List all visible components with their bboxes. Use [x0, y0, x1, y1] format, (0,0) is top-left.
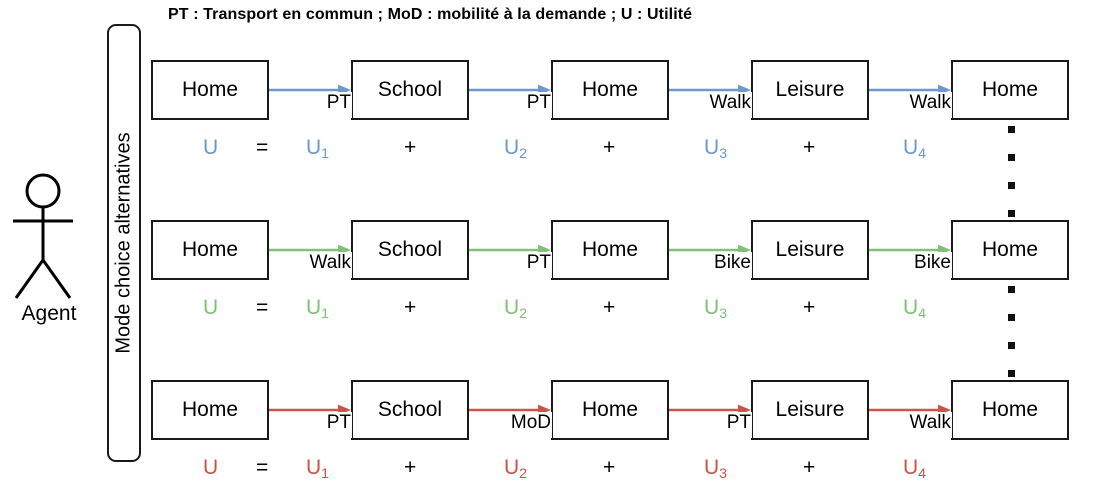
plus-sign: +: [603, 296, 616, 319]
utility-total-symbol: U: [203, 296, 219, 319]
dot: [1008, 370, 1015, 377]
activity-node[interactable]: Home: [951, 60, 1069, 120]
travel-mode-label: Bike: [869, 252, 952, 278]
utility-term: U1: [306, 456, 330, 482]
utility-term: U2: [504, 136, 528, 162]
travel-mode-label: PT: [469, 252, 552, 278]
plus-sign: +: [404, 456, 417, 479]
plus-sign: +: [803, 296, 816, 319]
travel-mode-label: Walk: [869, 412, 952, 438]
plus-sign: +: [603, 456, 616, 479]
travel-mode-label: Bike: [669, 252, 752, 278]
activity-node[interactable]: Home: [151, 60, 269, 120]
dot: [1008, 314, 1015, 321]
activity-node[interactable]: Home: [151, 380, 269, 440]
utility-term: U3: [704, 456, 728, 482]
plus-sign: +: [404, 136, 417, 159]
activity-node[interactable]: Home: [151, 220, 269, 280]
dot: [1008, 286, 1015, 293]
utility-term: U3: [704, 136, 728, 162]
dot: [1008, 210, 1015, 217]
utility-formula-row: U = U1 + U2 + U3 + U4: [151, 453, 1071, 483]
travel-mode-label: PT: [669, 412, 752, 438]
activity-node[interactable]: Leisure: [751, 380, 869, 440]
dot: [1008, 154, 1015, 161]
plus-sign: +: [803, 136, 816, 159]
equals-sign: =: [256, 456, 269, 479]
activity-node[interactable]: Leisure: [751, 60, 869, 120]
dot: [1008, 182, 1015, 189]
utility-term: U4: [903, 136, 927, 162]
utility-formula-row: U = U1 + U2 + U3 + U4: [151, 133, 1071, 163]
plus-sign: +: [404, 296, 417, 319]
travel-mode-label: MoD: [469, 412, 552, 438]
travel-mode-label: Walk: [669, 92, 752, 118]
activity-node[interactable]: Home: [551, 380, 669, 440]
utility-term: U4: [903, 296, 927, 322]
travel-mode-label: PT: [269, 412, 352, 438]
travel-mode-label: Walk: [869, 92, 952, 118]
plus-sign: +: [803, 456, 816, 479]
activity-node[interactable]: Home: [551, 60, 669, 120]
activity-node[interactable]: Leisure: [751, 220, 869, 280]
dot: [1008, 342, 1015, 349]
utility-term: U4: [903, 456, 927, 482]
travel-mode-label: PT: [269, 92, 352, 118]
activity-node[interactable]: School: [351, 60, 469, 120]
activity-node[interactable]: Home: [951, 380, 1069, 440]
agent-stick-figure-icon: [4, 172, 94, 302]
travel-mode-label: PT: [469, 92, 552, 118]
utility-term: U2: [504, 296, 528, 322]
legend-caption: PT : Transport en commun ; MoD : mobilit…: [168, 6, 693, 23]
activity-node[interactable]: Home: [551, 220, 669, 280]
mode-choice-alternatives-label: Mode choice alternatives: [112, 132, 135, 354]
activity-node[interactable]: Home: [951, 220, 1069, 280]
utility-total-symbol: U: [203, 136, 219, 159]
utility-term: U1: [306, 296, 330, 322]
utility-total-symbol: U: [203, 456, 219, 479]
activity-node[interactable]: School: [351, 220, 469, 280]
activity-node[interactable]: School: [351, 380, 469, 440]
plus-sign: +: [603, 136, 616, 159]
equals-sign: =: [256, 136, 269, 159]
utility-term: U2: [504, 456, 528, 482]
dot: [1008, 126, 1015, 133]
utility-term: U3: [704, 296, 728, 322]
stick-figure-icon: [13, 173, 73, 299]
travel-mode-label: Walk: [269, 252, 352, 278]
utility-formula-row: U = U1 + U2 + U3 + U4: [151, 293, 1071, 323]
agent-label: Agent: [21, 302, 77, 325]
utility-term: U1: [306, 136, 330, 162]
equals-sign: =: [256, 296, 269, 319]
mode-choice-alternatives-container: Mode choice alternatives: [107, 24, 141, 462]
